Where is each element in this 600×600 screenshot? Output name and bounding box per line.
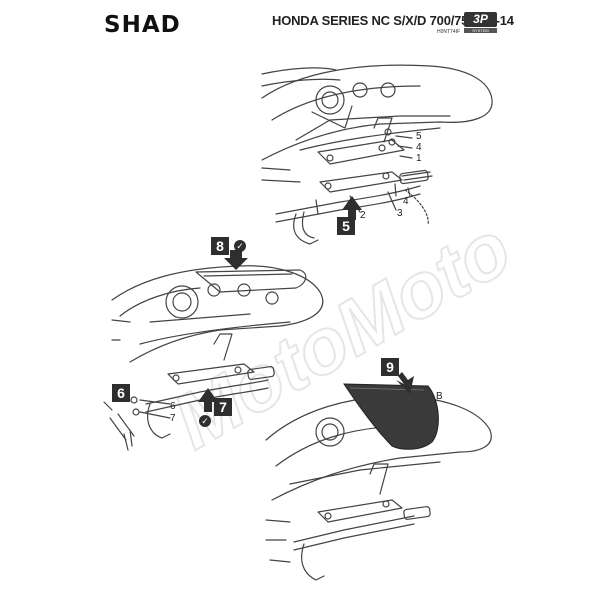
backrest-pad [343, 383, 439, 450]
arrow-icon [342, 196, 362, 220]
callout-1: 1 [416, 153, 422, 164]
callout-4-bottom: 4 [403, 196, 409, 207]
arrow-icon [198, 388, 218, 412]
callout-2: 2 [360, 210, 366, 221]
system-badge: 3P [464, 12, 497, 27]
check-icon: ✓ [199, 415, 211, 427]
callout-3: 3 [397, 208, 403, 219]
system-badge-sub: SYSTEM [464, 28, 497, 33]
callout-6: 6 [170, 401, 176, 412]
brand-logo: SHAD [104, 12, 181, 38]
check-icon: ✓ [234, 240, 246, 252]
step-9-label: 9 [381, 358, 399, 376]
diagram-middle [103, 265, 324, 451]
step-7-label: 7 [214, 398, 232, 416]
step-6-label: 6 [112, 384, 130, 402]
callout-b: B [436, 391, 443, 402]
step-5-label: 5 [337, 217, 355, 235]
callout-7: 7 [170, 413, 176, 424]
diagram-top [261, 64, 493, 245]
arrow-icon [224, 250, 248, 270]
arrow-icon [396, 372, 414, 394]
callout-5: 5 [416, 131, 422, 142]
diagram-bottom [265, 395, 492, 581]
step-8-label: 8 [211, 237, 229, 255]
reference-code: H0NT74IF [437, 29, 461, 35]
callout-4-top: 4 [416, 142, 422, 153]
page-title: HONDA SERIES NC S/X/D 700/750 '12-14 [272, 13, 514, 28]
